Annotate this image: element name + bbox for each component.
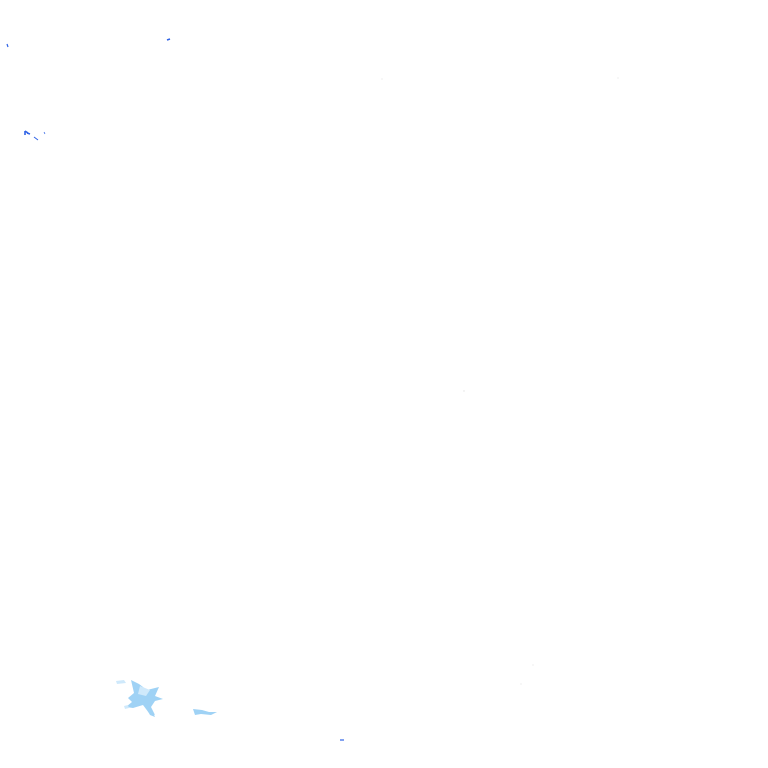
- dot: [463, 390, 465, 392]
- speck: [33, 136, 39, 141]
- dot: [532, 664, 534, 666]
- splotch: [146, 708, 155, 717]
- bottom-left-splotches: [116, 680, 217, 717]
- dot: [617, 77, 619, 79]
- speck: [43, 131, 46, 135]
- splotch: [126, 680, 163, 715]
- splotch: [116, 680, 126, 684]
- splotch: [124, 705, 129, 709]
- speck: [24, 130, 31, 135]
- faint-dots: [381, 77, 619, 685]
- speck: [166, 38, 171, 41]
- splotch: [193, 709, 217, 715]
- top-left-specks: [6, 38, 171, 141]
- speck: [6, 43, 9, 48]
- splotch: [138, 686, 150, 696]
- dot: [520, 683, 522, 685]
- dot: [381, 78, 383, 80]
